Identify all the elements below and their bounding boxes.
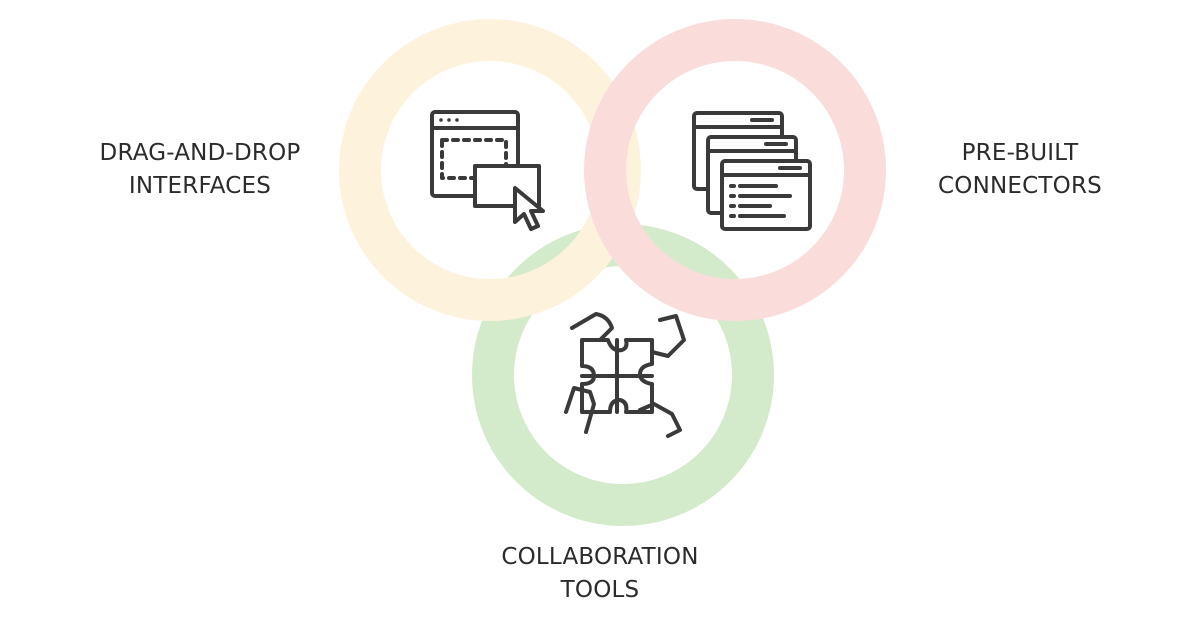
drag-and-drop-label-line-1: DRAG-AND-DROP	[99, 140, 301, 166]
pre-built-connectors-label-line-2: CONNECTORS	[938, 173, 1102, 199]
puzzle-hands-icon	[564, 312, 686, 438]
collaboration-tools-label-line-1: COLLABORATION	[501, 544, 699, 570]
drag-and-drop-label: DRAG-AND-DROP INTERFACES	[60, 137, 340, 203]
collaboration-tools-label: COLLABORATION TOOLS	[460, 541, 740, 607]
drag-and-drop-window-cursor-icon	[430, 110, 545, 231]
drag-and-drop-label-line-2: INTERFACES	[128, 173, 272, 199]
collaboration-tools-label-line-2: TOOLS	[560, 577, 640, 603]
pre-built-connectors-label: PRE-BUILT CONNECTORS	[880, 137, 1160, 203]
pre-built-connectors-label-line-1: PRE-BUILT	[961, 140, 1079, 166]
stacked-windows-icon	[692, 111, 812, 231]
pre-built-connectors-ring	[584, 19, 886, 321]
